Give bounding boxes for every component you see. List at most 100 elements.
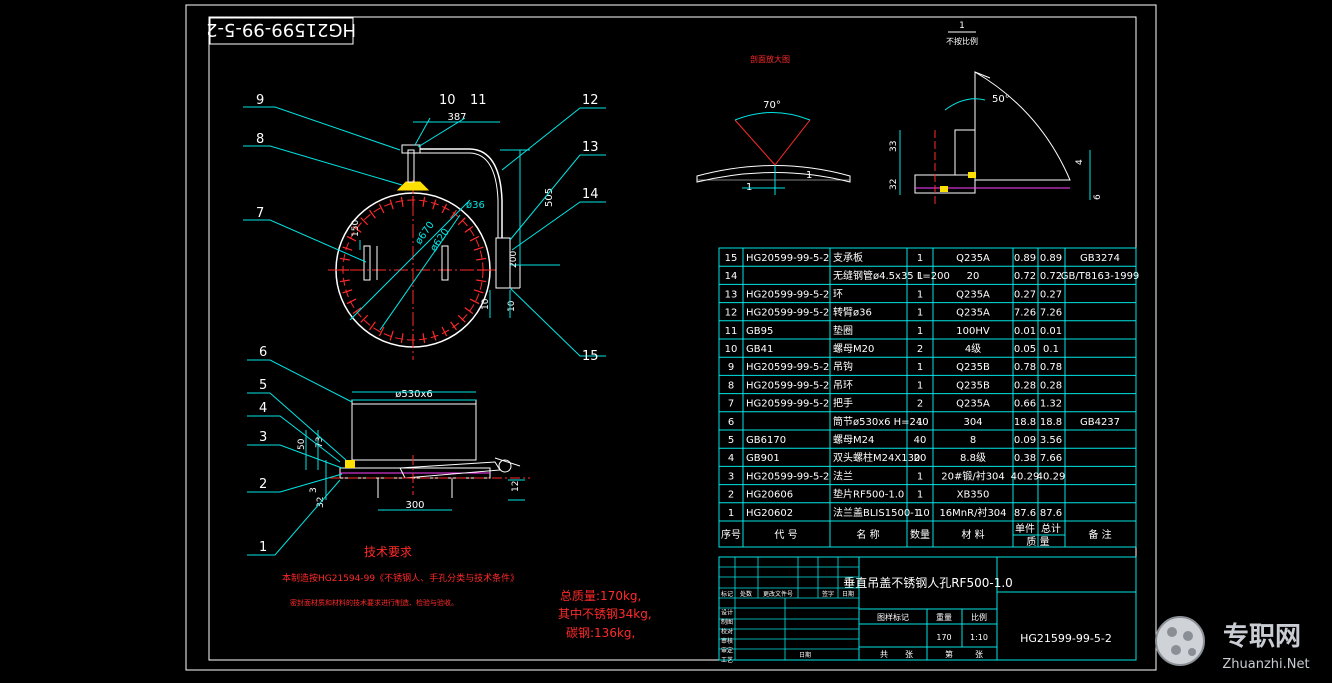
callout-6: 6 — [259, 345, 267, 360]
bom-cell: HG20599-99-5-2 — [746, 471, 829, 482]
dim-387: 387 — [447, 112, 466, 123]
bom-cell: 0.89 — [1040, 253, 1062, 264]
bom-header-sub: 质 量 — [1026, 536, 1049, 548]
dim-6: 6 — [1093, 194, 1103, 200]
bolt-tick — [346, 298, 357, 305]
bom-cell: Q235B — [956, 362, 990, 373]
callout-15: 15 — [582, 349, 599, 364]
bolt-tick — [342, 289, 353, 294]
tb-left-label: 审定 — [721, 647, 733, 655]
tb-left-label: 标记 — [721, 590, 733, 598]
bom-cell: 1 — [917, 326, 923, 337]
bom-cell: Q235B — [956, 380, 990, 391]
bom-cell: 转臂ø36 — [833, 306, 872, 319]
tb-mark-label: 图样标记 — [877, 612, 909, 622]
bolt-tick — [346, 235, 357, 242]
tb-rev-col: 更改文件号 — [763, 590, 793, 598]
bom-cell: 筒节ø530x6 H=240 — [833, 415, 929, 428]
tb-left-label: 工艺 — [721, 656, 733, 664]
bom-cell: 13 — [725, 289, 738, 300]
bolt-tick — [469, 235, 480, 242]
bom-cell: 8 — [970, 435, 976, 446]
bolt-tick — [369, 321, 376, 331]
bom-cell: 8 — [728, 380, 734, 391]
watermark-cn: 专职网 — [1223, 622, 1301, 652]
bom-cell: 10 — [725, 344, 738, 355]
bom-cell: 把手 — [833, 397, 853, 410]
dim-ang50: 50° — [992, 94, 1010, 105]
bom-cell: 16MnR/衬304 — [939, 506, 1006, 519]
bom-cell: 40 — [914, 435, 927, 446]
tb-scale-val: 1:10 — [970, 633, 988, 642]
bom-cell: 1 — [728, 508, 734, 519]
dim-ang70: 70° — [763, 100, 781, 111]
tb-sheet-b: 张 — [905, 650, 913, 659]
tb-date-label: 日期 — [799, 651, 811, 659]
bom-cell: 8.8级 — [960, 452, 986, 464]
dim-10-a: 10 — [481, 298, 491, 310]
bolt-tick — [464, 226, 474, 233]
bom-cell: 0.72 — [1014, 271, 1036, 282]
bom-cell: 1 — [917, 289, 923, 300]
tb-sheet-c: 第 — [945, 649, 953, 659]
bom-cell: 0.01 — [1040, 326, 1062, 337]
tb-left-label: 制图 — [721, 618, 733, 626]
bom-cell: 1.32 — [1040, 399, 1062, 410]
bom-cell: 1 — [917, 417, 923, 428]
callout-7: 7 — [256, 206, 264, 221]
callout-14: 14 — [582, 187, 599, 202]
bom-cell: HG20599-99-5-2 — [746, 308, 829, 319]
scale-mark: 1 — [959, 21, 965, 31]
bom-cell: 吊环 — [833, 379, 853, 391]
tech-line-2: 密封面材质和材料的技术要求进行制造、检验与验收。 — [290, 598, 458, 607]
watermark-en: Zhuanzhi.Net — [1222, 657, 1309, 672]
bom-cell: HG20599-99-5-2 — [746, 399, 829, 410]
bom-header-cell: 代 号 — [774, 529, 797, 541]
bom-cell: 0.27 — [1040, 289, 1062, 300]
bolt-tick — [422, 196, 426, 207]
dim-3: 3 — [309, 487, 319, 493]
bom-cell: Q235A — [956, 289, 990, 300]
bolt-tick — [400, 333, 404, 344]
bom-cell: 40.29 — [1011, 471, 1040, 482]
callout-13: 13 — [582, 140, 599, 155]
bom-cell: 6 — [728, 417, 734, 428]
bom-cell: 0.89 — [1014, 253, 1036, 264]
weight-cs: 碳钢:136kg, — [566, 626, 635, 640]
tb-left-label: 设计 — [721, 609, 733, 617]
bom-cell: Q235A — [956, 253, 990, 264]
bom-cell: 0.01 — [1014, 326, 1036, 337]
bolt-tick — [389, 199, 394, 210]
callout-3: 3 — [259, 430, 267, 445]
bolt-tick — [389, 330, 394, 341]
bom-cell: GB41 — [746, 344, 773, 355]
callout-4: 4 — [259, 401, 267, 416]
bom-cell: 2 — [917, 399, 923, 410]
bom-cell: 1 — [917, 253, 923, 264]
detail-weld-70: 剖面放大图 70° 1 1 — [696, 54, 851, 195]
callout-1: 1 — [259, 540, 267, 555]
tb-sheet-a: 共 — [880, 650, 888, 659]
dim-300: 300 — [405, 500, 424, 511]
bom-cell: 环 — [833, 289, 843, 300]
bom-header-cell: 序号 — [721, 528, 741, 541]
callout-2: 2 — [259, 477, 267, 492]
bom-cell: GB/T8163-1999 — [1061, 271, 1140, 282]
tb-rev-col: 处数 — [740, 590, 752, 598]
bolt-tick — [352, 226, 362, 233]
bom-cell: 0.28 — [1014, 380, 1036, 391]
bom-cell: 螺母M20 — [833, 343, 874, 355]
bom-cell: 双头螺柱M24X130 — [833, 451, 920, 464]
bom-cell: 20 — [914, 453, 927, 464]
dim-200: 200 — [509, 251, 519, 268]
bom-cell: 87.6 — [1014, 508, 1036, 519]
bom-cell: 0.78 — [1040, 362, 1062, 373]
bolt-tick — [473, 289, 484, 294]
callout-5: 5 — [259, 378, 267, 393]
callout-10: 10 — [439, 93, 456, 108]
bom-header-cell: 名 称 — [856, 528, 879, 541]
bom-cell: 0.78 — [1014, 362, 1036, 373]
weight-ss: 其中不锈钢34kg, — [558, 606, 652, 621]
bolt-tick — [378, 326, 385, 337]
